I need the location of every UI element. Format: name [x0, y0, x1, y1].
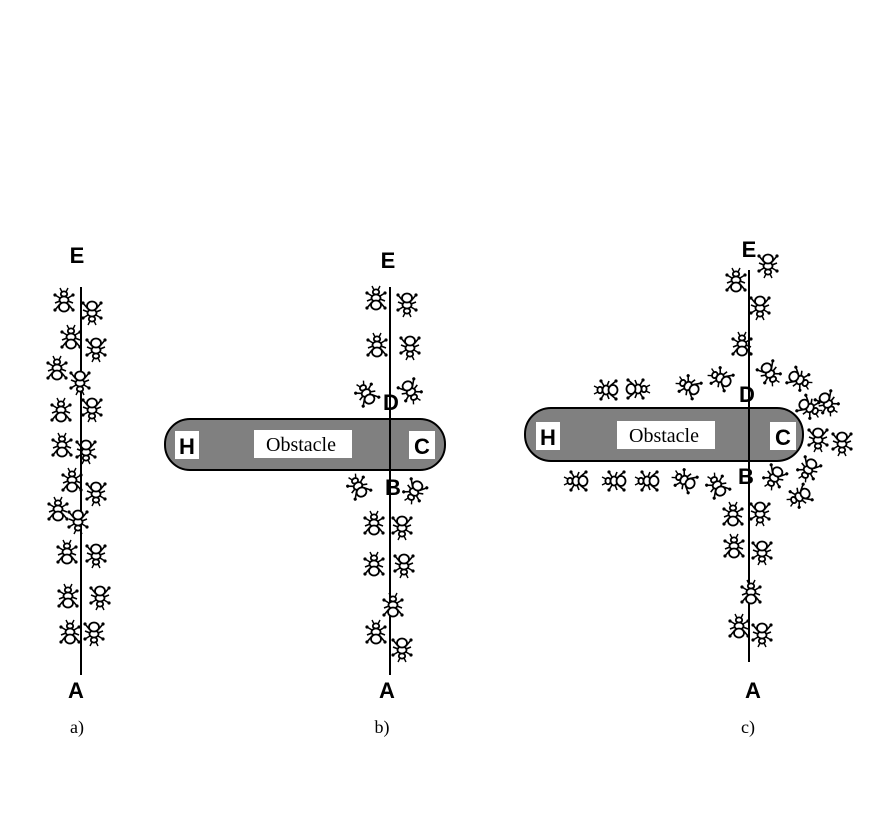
panel-a: E A a): [45, 243, 112, 738]
ant-icon: [721, 501, 745, 527]
ant-icon: [671, 369, 705, 402]
label-c: C: [775, 425, 791, 450]
ant-icon: [756, 253, 780, 279]
ant-icon: [750, 540, 774, 566]
label-h-box: [175, 431, 199, 459]
ant-icon: [601, 469, 627, 493]
ant-icon: [80, 397, 104, 423]
ant-icon: [66, 509, 90, 535]
ant-icon: [398, 335, 422, 361]
panel-b: E H Obstacle C D B A b): [164, 248, 446, 738]
ant-icon: [50, 432, 74, 458]
ant-icon: [362, 510, 386, 536]
ant-icon: [830, 431, 854, 457]
ant-icon: [74, 439, 98, 465]
ant-icon: [563, 469, 589, 493]
ant-icon: [84, 481, 108, 507]
ant-icon: [703, 361, 737, 394]
ant-icon: [45, 355, 69, 381]
ant-icon: [700, 468, 733, 502]
ant-icon: [757, 461, 790, 495]
caption-a: a): [70, 717, 84, 738]
ant-icon: [395, 375, 428, 409]
ant-icon: [46, 496, 70, 522]
ant-icon: [80, 300, 104, 326]
ant-icon: [750, 622, 774, 648]
ant-icon: [362, 551, 386, 577]
ant-icon: [593, 378, 619, 402]
ant-icon: [52, 287, 76, 313]
ant-icon: [365, 332, 389, 358]
label-c: C: [414, 434, 430, 459]
caption-c: c): [741, 717, 755, 738]
ant-icon: [791, 453, 824, 487]
ant-icon: [341, 469, 374, 503]
ant-icon: [59, 324, 83, 350]
ant-icon: [748, 295, 772, 321]
ant-icon: [55, 539, 79, 565]
label-e: E: [381, 248, 396, 273]
ant-icon: [88, 585, 112, 611]
ant-icon: [727, 613, 751, 639]
ant-icon: [754, 357, 787, 391]
ant-icon: [68, 370, 92, 396]
obstacle-label: Obstacle: [629, 425, 699, 447]
caption-b: b): [375, 717, 390, 738]
ant-icon: [60, 467, 84, 493]
ant-icon: [84, 337, 108, 363]
ant-icon: [58, 619, 82, 645]
ant-icon: [49, 397, 73, 423]
label-a: A: [379, 678, 395, 703]
ant-icon: [84, 543, 108, 569]
ant-icon: [390, 515, 414, 541]
panel-c: E H Obstacle C D B A c): [524, 237, 854, 738]
label-d: D: [383, 390, 399, 415]
ant-icon: [667, 463, 701, 496]
ant-icon: [739, 579, 763, 605]
obstacle-label-box: [617, 421, 715, 449]
label-c-box: [409, 431, 435, 459]
ant-icon: [381, 592, 405, 618]
ant-icon: [806, 427, 830, 453]
label-b: B: [385, 475, 401, 500]
obstacle-label: Obstacle: [266, 434, 336, 456]
label-c-box: [770, 422, 796, 450]
ant-icon: [392, 553, 416, 579]
ant-icon: [349, 376, 382, 410]
label-h-box: [536, 422, 560, 450]
obstacle-label-box: [254, 430, 352, 458]
ant-icon: [722, 533, 746, 559]
label-b: B: [738, 464, 754, 489]
ant-icon: [56, 583, 80, 609]
ant-icon: [390, 637, 414, 663]
ant-icon: [395, 292, 419, 318]
label-e: E: [742, 237, 757, 262]
ant-icon: [397, 475, 430, 509]
ant-icon: [82, 621, 106, 647]
ant-icon: [748, 501, 772, 527]
ant-icon: [782, 481, 816, 514]
label-h: H: [540, 425, 556, 450]
label-d: D: [739, 382, 755, 407]
label-h: H: [179, 434, 195, 459]
ant-icon: [783, 364, 817, 397]
ant-icon: [634, 469, 660, 493]
ants-group: [341, 285, 430, 663]
ants-group: [45, 287, 112, 647]
label-a: A: [745, 678, 761, 703]
label-a: A: [68, 678, 84, 703]
ant-icon: [364, 619, 388, 645]
ant-icon: [724, 267, 748, 293]
ant-icon: [364, 285, 388, 311]
ant-icon: [625, 377, 651, 401]
label-e: E: [70, 243, 85, 268]
